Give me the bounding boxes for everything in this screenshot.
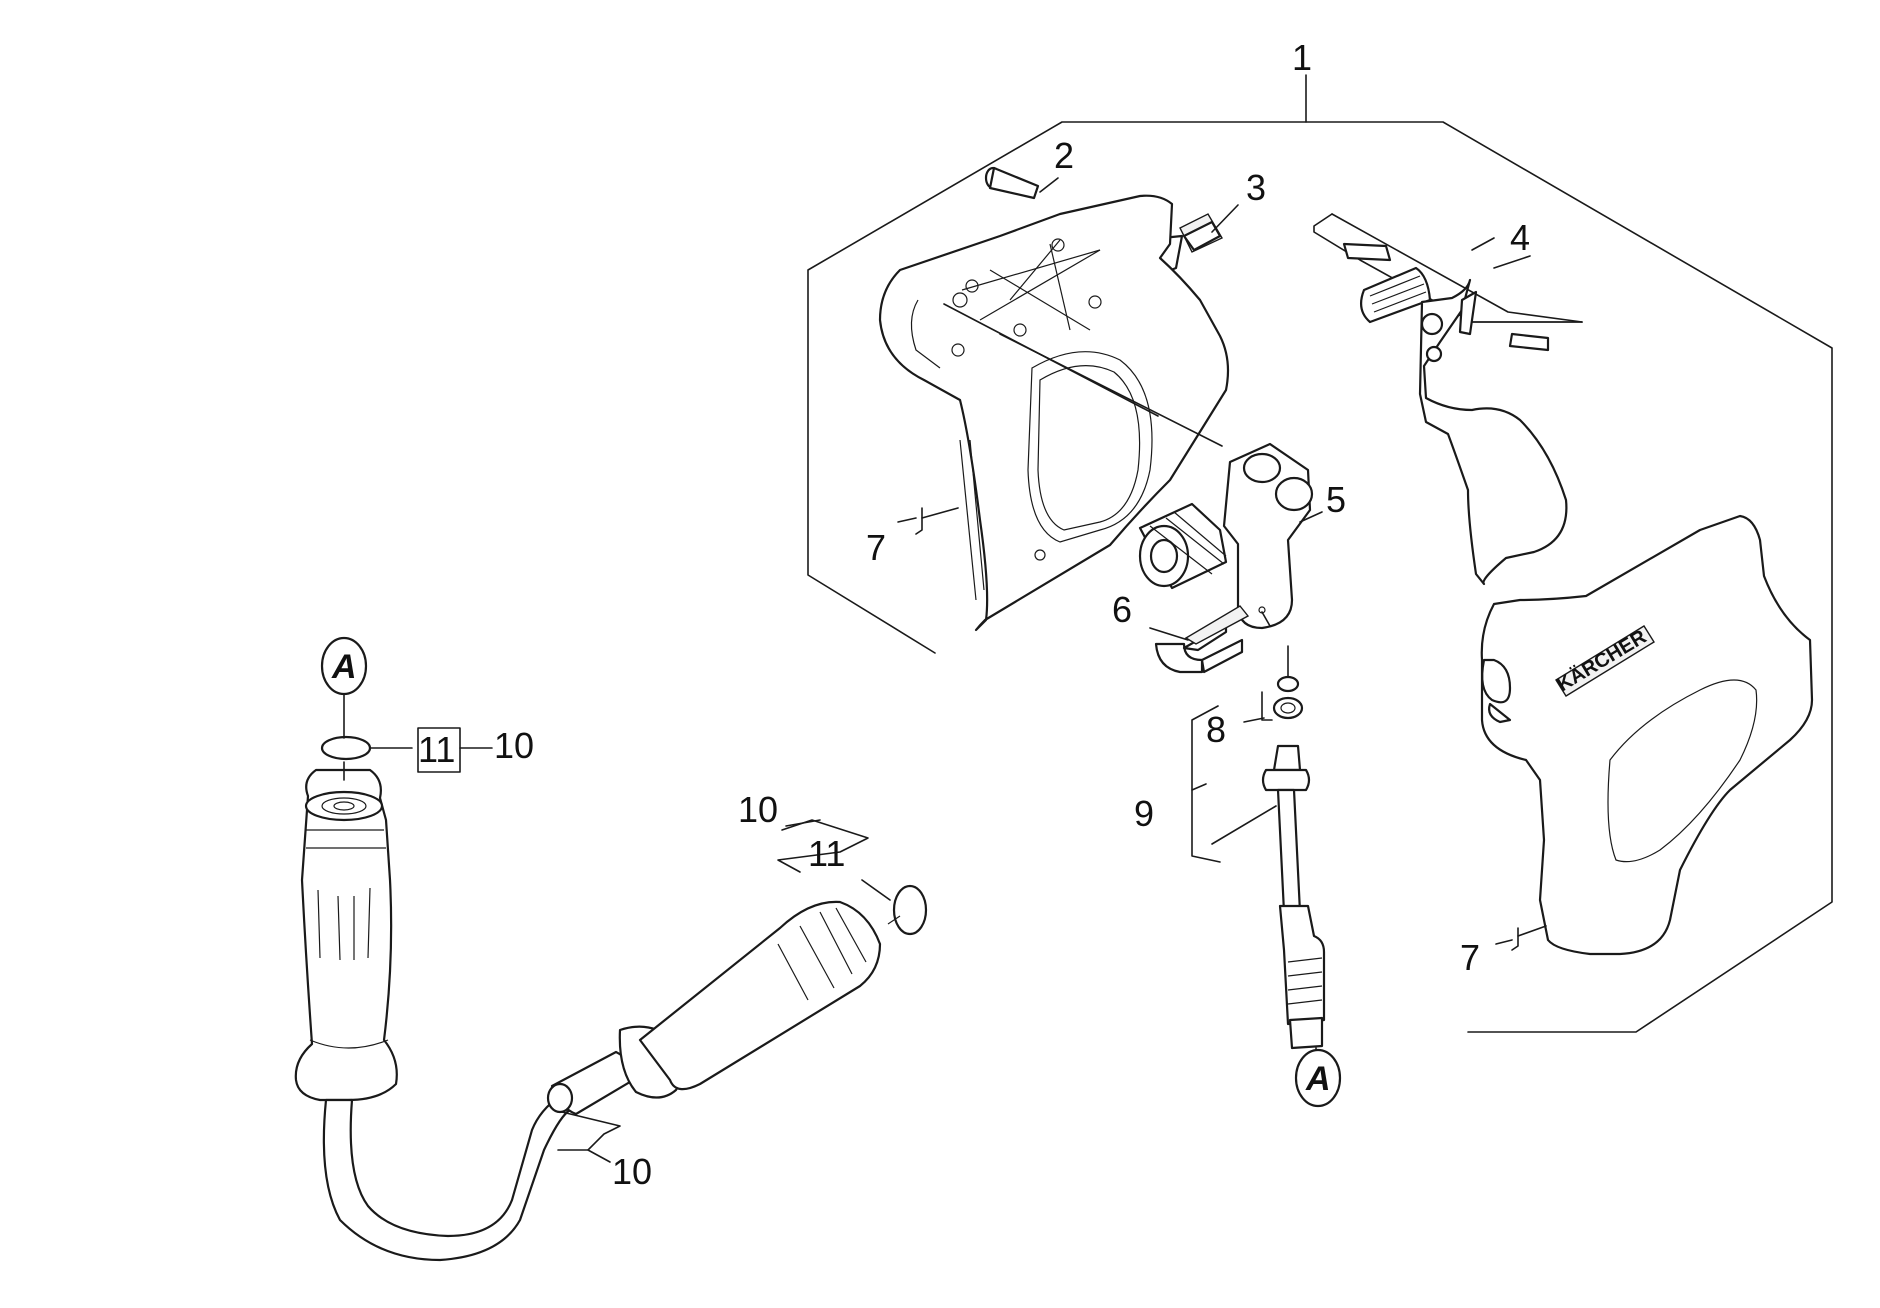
label-7-right: 7 bbox=[1460, 937, 1480, 978]
svg-text:A: A bbox=[331, 648, 357, 686]
detail-marker-7-left bbox=[897, 507, 959, 535]
bracket-10-bottom bbox=[557, 1111, 621, 1163]
label-1: 1 bbox=[1292, 37, 1312, 78]
leader-6b bbox=[1261, 611, 1271, 627]
part-hose-flex bbox=[322, 1094, 572, 1262]
reference-marker-bottom: A bbox=[1294, 1048, 1342, 1108]
part-left-housing-shell bbox=[878, 194, 1230, 632]
label-9: 9 bbox=[1134, 793, 1154, 834]
part-pipe bbox=[1261, 744, 1326, 1101]
label-3: 3 bbox=[1246, 167, 1266, 208]
label-10-bottom: 10 bbox=[612, 1151, 652, 1192]
axis-line-2 bbox=[943, 303, 1159, 417]
leader-5 bbox=[1299, 511, 1323, 523]
label-2: 2 bbox=[1054, 135, 1074, 176]
leader-4 bbox=[1493, 255, 1531, 269]
svg-text:A: A bbox=[1305, 1060, 1331, 1098]
bracket-10-11-top bbox=[417, 727, 493, 773]
label-11-mid: 11 bbox=[808, 833, 845, 874]
bracket-9 bbox=[1191, 705, 1221, 863]
leader-8 bbox=[1243, 717, 1265, 723]
label-11-top: 11 bbox=[418, 729, 455, 770]
leader-9-upper bbox=[1191, 783, 1207, 791]
part-o-ring-11-top bbox=[320, 735, 372, 761]
leader-11-mid bbox=[861, 879, 891, 901]
part-elbow-fitting bbox=[1138, 442, 1314, 630]
leader-3 bbox=[1211, 204, 1239, 233]
bracket-10-11-mid bbox=[777, 819, 869, 873]
leader-2 bbox=[1039, 177, 1059, 193]
assembly-boundary bbox=[807, 121, 1833, 1033]
label-7-left: 7 bbox=[866, 527, 886, 568]
label-10-mid: 10 bbox=[738, 789, 778, 830]
label-5: 5 bbox=[1326, 479, 1346, 520]
detail-marker-7-right bbox=[1495, 925, 1547, 951]
reference-marker-top: A bbox=[320, 636, 368, 696]
part-trigger-assembly bbox=[1313, 213, 1583, 586]
label-10-top: 10 bbox=[494, 725, 534, 766]
label-8: 8 bbox=[1206, 709, 1226, 750]
part-screw bbox=[984, 166, 1040, 200]
label-6: 6 bbox=[1112, 589, 1132, 630]
part-handle-grip bbox=[294, 768, 398, 1102]
part-right-housing: KÄRCHER bbox=[1480, 514, 1814, 956]
part-clip bbox=[1154, 605, 1250, 674]
leader-6 bbox=[1149, 627, 1189, 641]
leader-8-bracket bbox=[1261, 691, 1273, 721]
part-o-ring bbox=[1272, 645, 1304, 720]
part-extension-nut bbox=[546, 884, 928, 1116]
label-4: 4 bbox=[1510, 217, 1530, 258]
leader-9-lower bbox=[1211, 805, 1277, 845]
